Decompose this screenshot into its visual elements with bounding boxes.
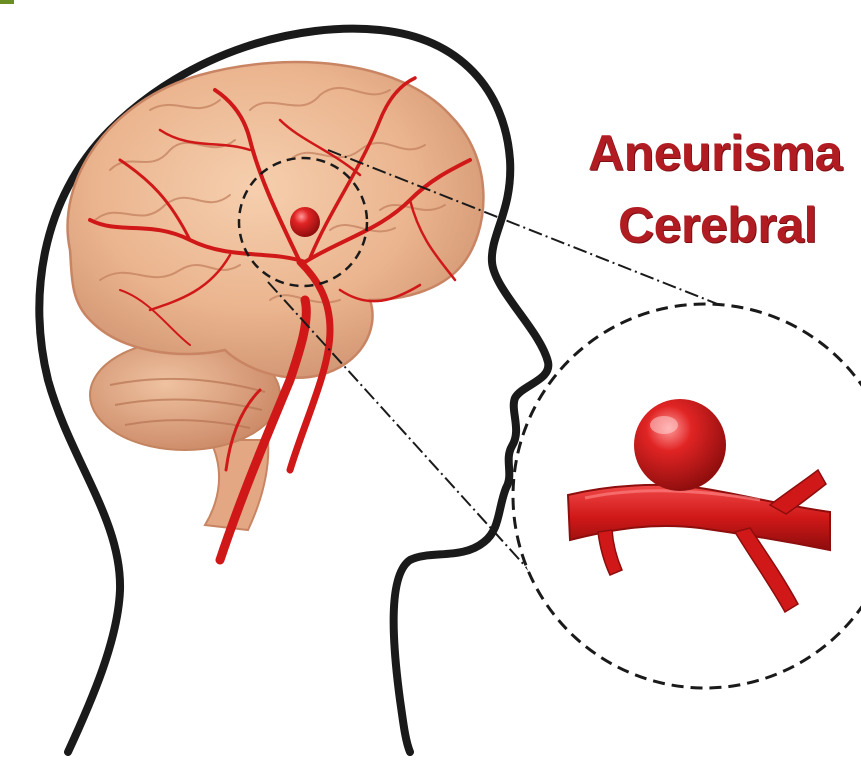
aneurysm-bulge-icon xyxy=(634,399,726,491)
brain-icon xyxy=(68,62,484,378)
brain-aneurysm xyxy=(290,207,320,237)
title-line-1: Aneurisma xyxy=(588,128,842,178)
title-line-2: Cerebral xyxy=(618,200,817,250)
corner-accent xyxy=(0,0,14,4)
